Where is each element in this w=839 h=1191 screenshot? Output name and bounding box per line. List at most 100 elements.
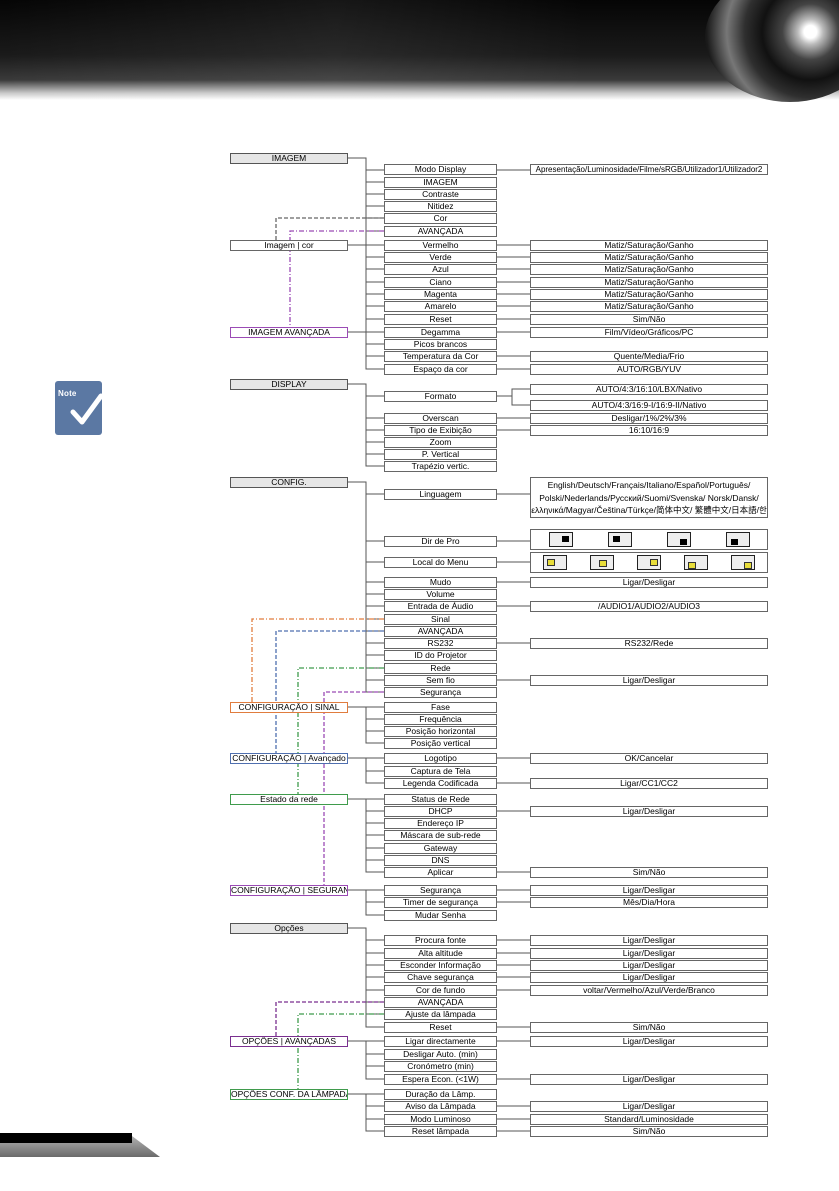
option-values: Matiz/Saturação/Ganho	[530, 264, 768, 275]
menu-item: Posição horizontal	[384, 726, 497, 737]
option-values: Apresentação/Luminosidade/Filme/sRGB/Uti…	[530, 164, 768, 175]
option-values: Matiz/Saturação/Ganho	[530, 240, 768, 251]
menu-item: ID do Projetor	[384, 650, 497, 661]
menu-position-icon	[543, 555, 567, 570]
option-values: RS232/Rede	[530, 638, 768, 649]
option-values: Quente/Media/Frio	[530, 351, 768, 362]
option-values: Ligar/Desligar	[530, 935, 768, 946]
option-values: Matiz/Saturação/Ganho	[530, 277, 768, 288]
menu-item: Timer de segurança	[384, 897, 497, 908]
menu-item: Chave segurança	[384, 972, 497, 983]
option-values: Ligar/Desligar	[530, 1074, 768, 1085]
menu-position-icon	[731, 555, 755, 570]
menu-item: Gateway	[384, 843, 497, 854]
menu-item: Legenda Codificada	[384, 778, 497, 789]
option-values: Ligar/Desligar	[530, 885, 768, 896]
menu-item: Zoom	[384, 437, 497, 448]
option-values: Ligar/Desligar	[530, 972, 768, 983]
menu-item: Sinal	[384, 614, 497, 625]
menu-item: Sem fio	[384, 675, 497, 686]
option-values: Matiz/Saturação/Ganho	[530, 301, 768, 312]
option-values: AUTO/RGB/YUV	[530, 364, 768, 375]
option-values: Ligar/Desligar	[530, 1036, 768, 1047]
projection-mode-icon	[549, 532, 573, 547]
menu-item: Vermelho	[384, 240, 497, 251]
menu-item: Status de Rede	[384, 794, 497, 805]
menu-item: Modo Luminoso	[384, 1114, 497, 1125]
option-values: Matiz/Saturação/Ganho	[530, 289, 768, 300]
option-values: Ligar/Desligar	[530, 577, 768, 588]
option-values: Sim/Não	[530, 314, 768, 325]
option-values: 16:10/16:9	[530, 425, 768, 436]
menu-item: Segurança	[384, 885, 497, 896]
menu-item: Ajuste da lâmpada	[384, 1009, 497, 1020]
menu-item: Degamma	[384, 327, 497, 338]
menu-item: Frequência	[384, 714, 497, 725]
menu-item: Fase	[384, 702, 497, 713]
menu-section: Opções	[230, 923, 348, 934]
option-values: Sim/Não	[530, 867, 768, 878]
menu-item: Procura fonte	[384, 935, 497, 946]
menu-item: Esconder Informação	[384, 960, 497, 971]
menu-item: Desligar Auto. (min)	[384, 1049, 497, 1060]
menu-item: Espaço da cor	[384, 364, 497, 375]
menu-item: Logotipo	[384, 753, 497, 764]
page-footer-stripe	[0, 1133, 132, 1143]
menu-section: IMAGEM	[230, 153, 348, 164]
menu-item: Magenta	[384, 289, 497, 300]
menu-item: Alta altitude	[384, 948, 497, 959]
option-values: voltar/Vermelho/Azul/Verde/Branco	[530, 985, 768, 996]
menu-item: AVANÇADA	[384, 226, 497, 237]
option-values: AUTO/4:3/16:10/LBX/Nativo	[530, 384, 768, 395]
menu-item: Ligar directamente	[384, 1036, 497, 1047]
option-values: Standard/Luminosidade	[530, 1114, 768, 1125]
option-values: Ligar/Desligar	[530, 806, 768, 817]
menu-item: Máscara de sub-rede	[384, 830, 497, 841]
option-values: Sim/Não	[530, 1022, 768, 1033]
option-values: Ligar/Desligar	[530, 960, 768, 971]
submenu-header: CONFIGURAÇÃO | SEGURANÇA	[230, 885, 348, 896]
menu-item: Cor	[384, 213, 497, 224]
menu-item: Rede	[384, 663, 497, 674]
menu-item: Tipo de Exibição	[384, 425, 497, 436]
submenu-header: IMAGEM AVANÇADA	[230, 327, 348, 338]
menu-item: RS232	[384, 638, 497, 649]
option-values: Matiz/Saturação/Ganho	[530, 252, 768, 263]
menu-item: Contraste	[384, 189, 497, 200]
menu-item: IMAGEM	[384, 177, 497, 188]
menu-item: Picos brancos	[384, 339, 497, 350]
menu-item: AVANÇADA	[384, 626, 497, 637]
menu-item: Cor de fundo	[384, 985, 497, 996]
menu-location-icons	[530, 552, 768, 573]
option-values: Film/Vídeo/Gráficos/PC	[530, 327, 768, 338]
submenu-header: CONFIGURAÇÃO | Avançado	[230, 753, 348, 764]
menu-item: Nitidez	[384, 201, 497, 212]
option-values: Ligar/CC1/CC2	[530, 778, 768, 789]
option-values: Ligar/Desligar	[530, 675, 768, 686]
menu-position-icon	[637, 555, 661, 570]
menu-item: Linguagem	[384, 489, 497, 500]
menu-item: P. Vertical	[384, 449, 497, 460]
menu-item: Reset	[384, 1022, 497, 1033]
option-values: Ligar/Desligar	[530, 1101, 768, 1112]
menu-item: AVANÇADA	[384, 997, 497, 1008]
option-values: Sim/Não	[530, 1126, 768, 1137]
option-values: Mês/Dia/Hora	[530, 897, 768, 908]
menu-item: Mudo	[384, 577, 497, 588]
menu-item: Ciano	[384, 277, 497, 288]
submenu-header: OPÇÕES | AVANÇADAS	[230, 1036, 348, 1047]
menu-item: Entrada de Áudio	[384, 601, 497, 612]
submenu-header: Estado da rede	[230, 794, 348, 805]
menu-item: Formato	[384, 391, 497, 402]
menu-item: Local do Menu	[384, 557, 497, 568]
projection-direction-icons	[530, 529, 768, 550]
option-values: Desligar/1%/2%/3%	[530, 413, 768, 424]
option-values: OK/Cancelar	[530, 753, 768, 764]
menu-position-icon	[684, 555, 708, 570]
menu-item: Overscan	[384, 413, 497, 424]
projection-mode-icon	[667, 532, 691, 547]
menu-item: Endereço IP	[384, 818, 497, 829]
menu-item: Amarelo	[384, 301, 497, 312]
menu-item: Duração da Lâmp.	[384, 1089, 497, 1100]
